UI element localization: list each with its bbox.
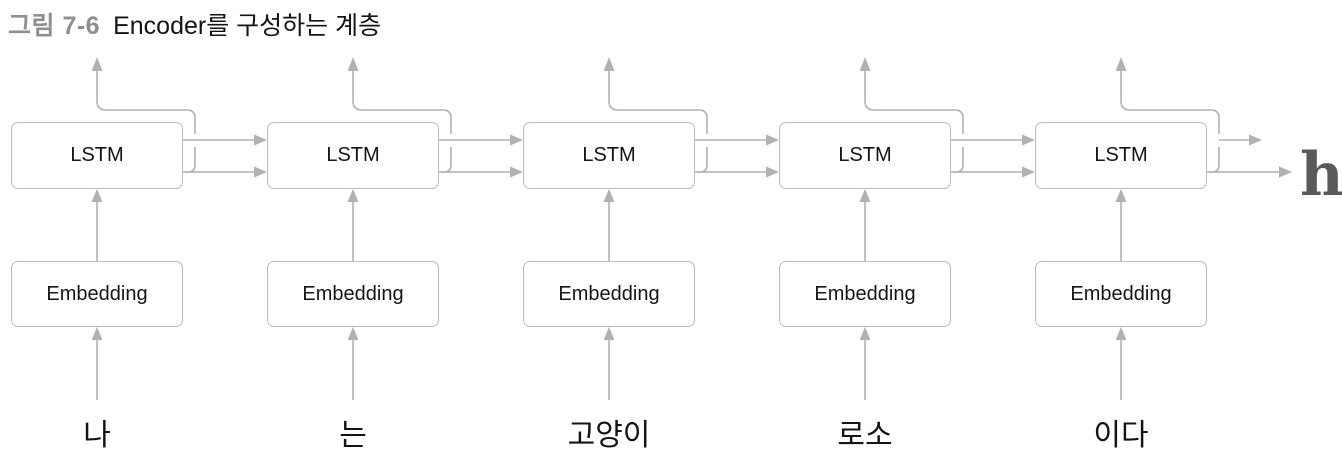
right-arrowhead-icon bbox=[1249, 134, 1262, 146]
right-arrowhead-icon bbox=[1022, 134, 1035, 146]
up-arrowhead-icon bbox=[859, 327, 871, 340]
lstm-box: LSTM bbox=[523, 122, 695, 189]
up-arrowhead-icon bbox=[91, 189, 103, 202]
embedding-label: Embedding bbox=[46, 282, 148, 305]
lstm-label: LSTM bbox=[326, 144, 380, 166]
up-arrowhead-icon bbox=[603, 327, 615, 340]
right-arrowhead-icon bbox=[510, 166, 523, 178]
up-arrowhead-icon bbox=[859, 189, 871, 202]
encoder-column-3: LSTM Embedding 고양이 bbox=[523, 0, 695, 468]
embedding-label: Embedding bbox=[302, 282, 404, 305]
embedding-box: Embedding bbox=[1035, 261, 1207, 327]
right-arrowhead-icon bbox=[254, 134, 267, 146]
col-4-arrows bbox=[859, 57, 1035, 400]
figure-title: 그림 7-6 Encoder를 구성하는 계층 bbox=[8, 6, 381, 42]
up-arrowhead-icon bbox=[91, 57, 103, 71]
up-arrowhead-icon bbox=[347, 327, 359, 340]
right-arrowhead-icon bbox=[1279, 166, 1292, 178]
lstm-label: LSTM bbox=[70, 144, 124, 166]
lstm-label: LSTM bbox=[838, 144, 892, 166]
right-arrowhead-icon bbox=[766, 134, 779, 146]
lstm-label: LSTM bbox=[582, 144, 636, 166]
right-arrowhead-icon bbox=[254, 166, 267, 178]
figure-caption: Encoder를 구성하는 계층 bbox=[113, 12, 382, 40]
lstm-box: LSTM bbox=[779, 122, 951, 189]
col-2-arrows bbox=[347, 57, 523, 400]
up-arrowhead-icon bbox=[1115, 327, 1127, 340]
input-word: 나 bbox=[83, 419, 111, 452]
lstm-box: LSTM bbox=[267, 122, 439, 189]
embedding-box: Embedding bbox=[11, 261, 183, 327]
input-word: 이다 bbox=[1093, 419, 1149, 452]
encoder-column-4: LSTM Embedding 로소 bbox=[779, 0, 951, 468]
encoder-column-2: LSTM Embedding 는 bbox=[267, 0, 439, 468]
figure-number: 그림 7-6 bbox=[8, 12, 101, 40]
up-arrowhead-icon bbox=[603, 57, 615, 71]
col-3-arrows bbox=[603, 57, 779, 400]
right-arrowhead-icon bbox=[766, 166, 779, 178]
input-word: 는 bbox=[339, 419, 367, 452]
hidden-state-output-label: h bbox=[1300, 140, 1342, 210]
right-arrowhead-icon bbox=[1022, 166, 1035, 178]
col-1-arrows bbox=[91, 57, 267, 400]
up-arrowhead-icon bbox=[1115, 57, 1127, 71]
up-arrowhead-icon bbox=[1115, 189, 1127, 202]
encoder-column-1: LSTM Embedding 나 bbox=[11, 0, 183, 468]
embedding-box: Embedding bbox=[267, 261, 439, 327]
up-arrowhead-icon bbox=[347, 57, 359, 71]
embedding-box: Embedding bbox=[523, 261, 695, 327]
input-word: 로소 bbox=[837, 419, 893, 452]
up-arrowhead-icon bbox=[91, 327, 103, 340]
encoder-column-5: LSTM Embedding 이다 bbox=[1035, 0, 1207, 468]
up-arrowhead-icon bbox=[347, 189, 359, 202]
col-5-arrows bbox=[1115, 57, 1292, 400]
embedding-label: Embedding bbox=[558, 282, 660, 305]
right-arrowhead-icon bbox=[510, 134, 523, 146]
lstm-label: LSTM bbox=[1094, 144, 1148, 166]
embedding-label: Embedding bbox=[814, 282, 916, 305]
input-word: 고양이 bbox=[567, 419, 651, 452]
up-arrowhead-icon bbox=[603, 189, 615, 202]
lstm-box: LSTM bbox=[11, 122, 183, 189]
up-arrowhead-icon bbox=[859, 57, 871, 71]
embedding-box: Embedding bbox=[779, 261, 951, 327]
embedding-label: Embedding bbox=[1070, 282, 1172, 305]
lstm-box: LSTM bbox=[1035, 122, 1207, 189]
